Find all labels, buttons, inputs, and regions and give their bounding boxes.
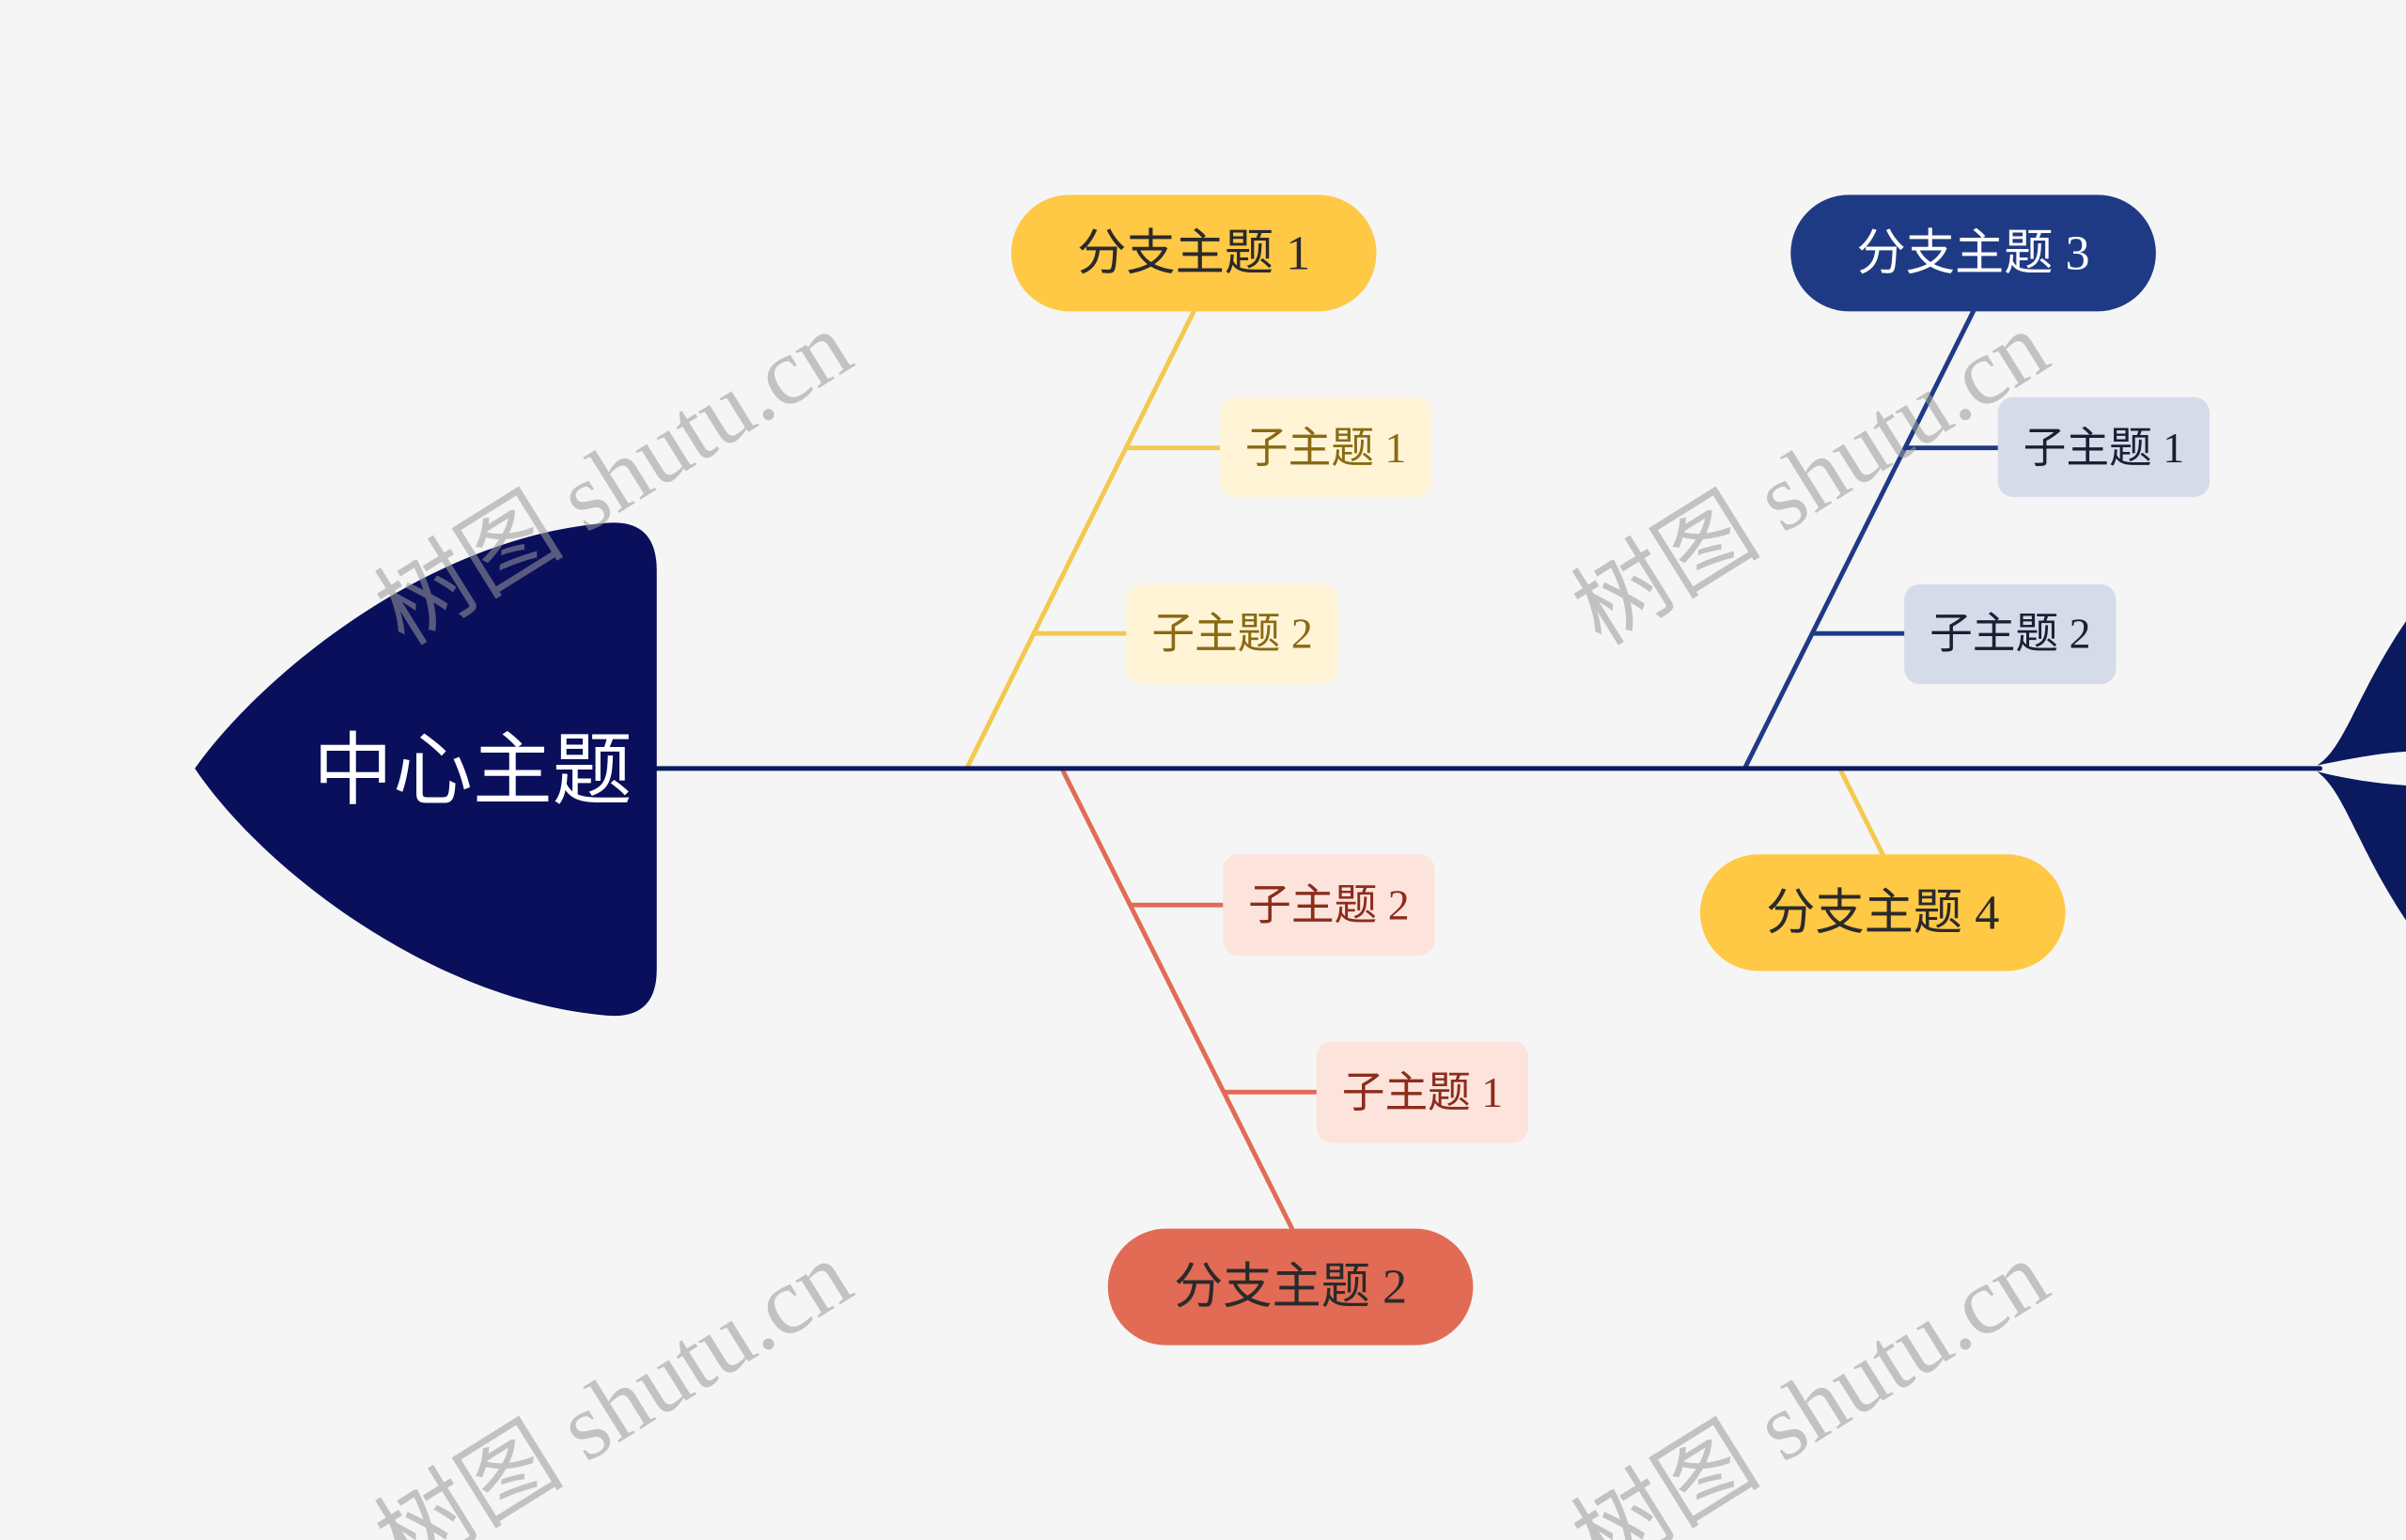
branch-1-line <box>964 308 1196 771</box>
branch-4-line <box>1838 769 1885 857</box>
branch-3-subtopic-1: 子主题 1 <box>1997 397 2211 497</box>
center-topic: 中心主题 <box>195 522 657 1017</box>
branch-3-subtopic-1-box <box>1997 397 2211 497</box>
branch-topic-2-label: 分支主题 2 <box>1174 1260 1407 1314</box>
branch-3-subtopic-2: 子主题 2 <box>1904 583 2117 685</box>
fish-tail-lower-lobe <box>2317 771 2406 921</box>
branch-1-subtopic-1-label: 子主题 1 <box>1245 424 1406 472</box>
branch-2-subtopic-1-box <box>1316 1041 1529 1143</box>
branch-3-lines <box>1742 308 2001 771</box>
branch-3-subtopic-2-label: 子主题 2 <box>1929 610 2090 658</box>
branch-1-subtopic-1: 子主题 1 <box>1219 397 1432 497</box>
branch-2-subtopic-2-label: 子主题 2 <box>1248 881 1409 929</box>
branch-topic-1-label: 分支主题 1 <box>1077 226 1310 280</box>
branch-2-line <box>1060 769 1295 1232</box>
branch-topic-3-pill <box>1790 194 2156 312</box>
branch-3-line <box>1742 308 1976 771</box>
branch-topic-1: 分支主题 1 <box>1010 194 1377 312</box>
branch-topic-4-pill <box>1699 854 2066 972</box>
fish-tail-upper-lobe <box>2317 621 2406 766</box>
branch-topic-2: 分支主题 2 <box>1107 1228 1474 1346</box>
branch-1-subtopic-2-label: 子主题 2 <box>1151 610 1312 658</box>
fish-tail <box>2317 621 2406 921</box>
branch-1-subtopic-2-box <box>1126 583 1338 685</box>
branch-topic-1-pill <box>1010 194 1377 312</box>
branch-3-subtopic-1-label: 子主题 1 <box>2023 424 2184 472</box>
branch-2-lines <box>1060 769 1320 1232</box>
branch-topic-3: 分支主题 3 <box>1790 194 2156 312</box>
branch-topic-3-label: 分支主题 3 <box>1857 226 2090 280</box>
branch-2-subtopic-1: 子主题 1 <box>1316 1041 1529 1143</box>
branch-topic-4: 分支主题 4 <box>1699 854 2066 972</box>
fish-head-shape <box>195 522 657 1017</box>
branch-topic-4-label: 分支主题 4 <box>1766 885 1999 940</box>
branch-2-subtopic-2-box <box>1223 854 1435 957</box>
branch-topic-2-pill <box>1107 1228 1474 1346</box>
branch-1-subtopic-2: 子主题 2 <box>1126 583 1338 685</box>
branch-2-subtopic-2: 子主题 2 <box>1223 854 1435 957</box>
branch-3-subtopic-2-box <box>1904 583 2117 685</box>
branch-2-subtopic-1-label: 子主题 1 <box>1342 1068 1503 1116</box>
branch-1-lines <box>964 308 1223 771</box>
branch-1-subtopic-1-box <box>1219 397 1432 497</box>
center-topic-label: 中心主题 <box>313 725 633 815</box>
